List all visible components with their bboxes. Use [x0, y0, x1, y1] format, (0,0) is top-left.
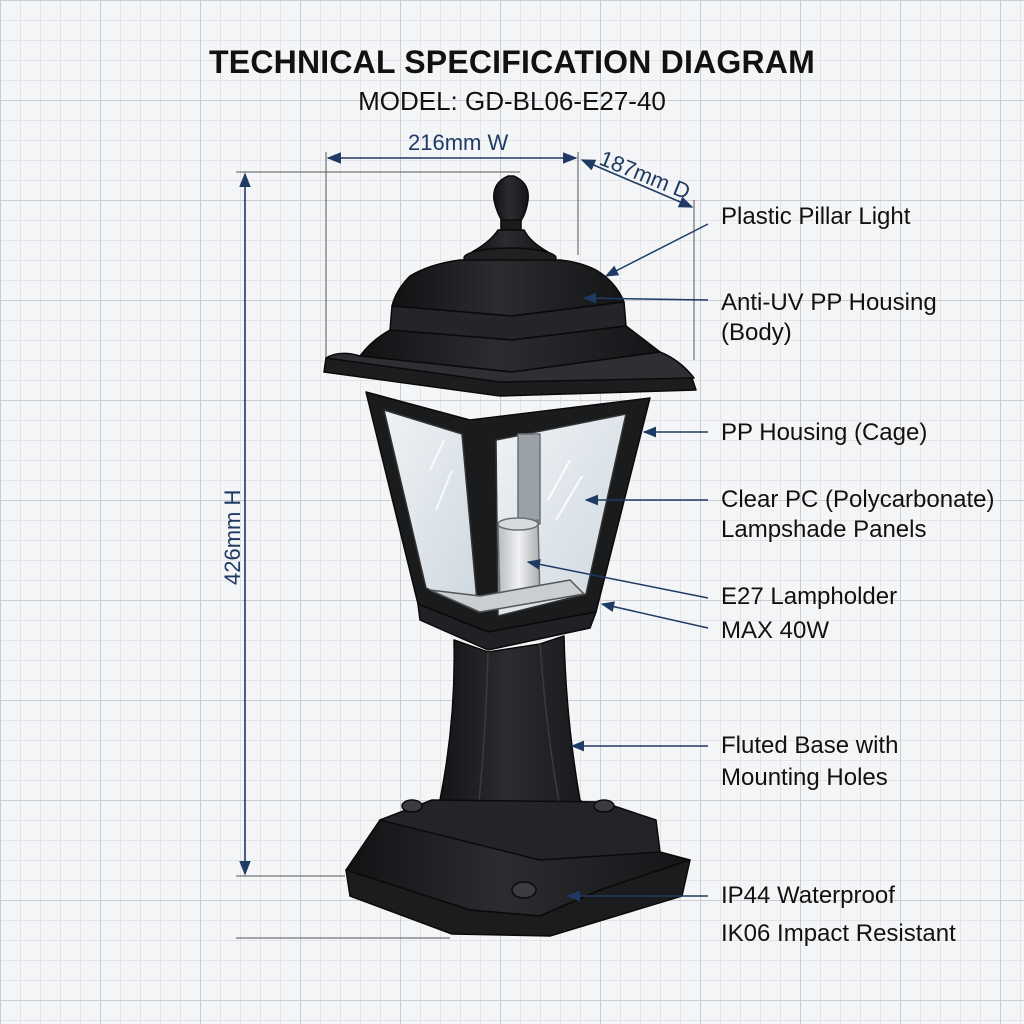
callout-lampholder: E27 Lampholder: [721, 583, 898, 610]
callout-leaders: [526, 223, 709, 902]
leader-housing-body: [582, 292, 709, 304]
callout-waterproof: IP44 Waterproof: [721, 882, 895, 909]
callout-max-power: MAX 40W: [721, 617, 830, 644]
callout-housing-cage: PP Housing (Cage): [721, 419, 928, 446]
mounting-hole: [511, 881, 537, 899]
lantern-cage: [365, 391, 651, 651]
callout-lampshade-1: Clear PC (Polycarbonate): [721, 486, 995, 513]
callout-housing-body-1: Anti-UV PP Housing: [721, 289, 937, 316]
pillar-lamp: [323, 175, 697, 937]
callout-base-1: Fluted Base with: [721, 732, 899, 759]
model-number: MODEL: GD-BL06-E27-40: [358, 86, 666, 116]
fluted-base: [345, 635, 691, 937]
leader-product: [604, 223, 709, 277]
callout-product: Plastic Pillar Light: [721, 203, 911, 230]
left-glass-panel: [383, 409, 479, 613]
depth-dimension-line: [580, 159, 694, 208]
leader-lampholder: [526, 559, 709, 599]
callout-housing-body-2: (Body): [721, 319, 792, 346]
callout-lampshade-2: Lampshade Panels: [721, 516, 927, 543]
finial: [463, 175, 557, 269]
mounting-hole: [401, 799, 423, 813]
diagram-title: TECHNICAL SPECIFICATION DIAGRAM: [209, 44, 815, 80]
leader-max-power: [600, 601, 709, 629]
depth-label: 187mm D: [596, 145, 694, 204]
callout-impact: IK06 Impact Resistant: [721, 920, 956, 947]
dimension-lines: [236, 152, 695, 939]
roof: [323, 259, 697, 397]
height-label: 426mm H: [220, 490, 245, 585]
width-label: 216mm W: [408, 130, 508, 155]
callout-base-2: Mounting Holes: [721, 764, 888, 791]
mounting-hole: [593, 799, 615, 813]
